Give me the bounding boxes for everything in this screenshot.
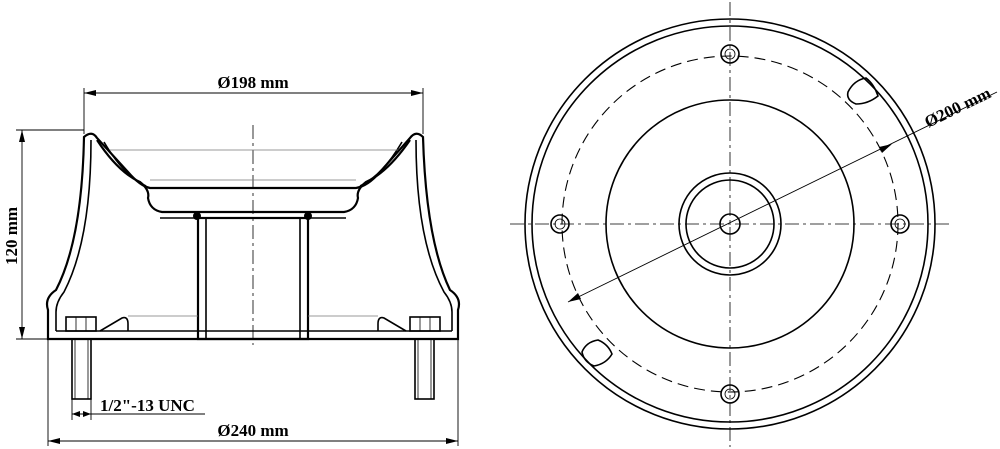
bolt-hole-inner	[554, 218, 566, 230]
thread-arrow-right	[83, 411, 91, 417]
left-bolt-shank	[71, 338, 92, 400]
outer-rim-inner	[531, 25, 929, 423]
height-label: 120 mm	[2, 207, 21, 265]
outer-rim	[524, 18, 936, 430]
dim-198-arrow-right	[411, 90, 423, 96]
thread-arrow-left	[72, 411, 80, 417]
dim-198-arrow-left	[84, 90, 96, 96]
bolt-hole-outer	[720, 44, 740, 64]
bolt-hole-top	[720, 44, 740, 64]
dim-120-arrow-top	[19, 130, 25, 142]
tube-outer	[678, 172, 782, 276]
bolt-hole-right	[890, 214, 910, 234]
rim-notch-top-right	[846, 77, 879, 105]
bolt-circle	[561, 55, 899, 393]
base-flange-left	[99, 316, 129, 332]
bolt-hole-inner	[894, 218, 906, 230]
tube-inner	[685, 179, 775, 269]
right-bolt	[409, 316, 441, 400]
thread-label: 1/2"-13 UNC	[100, 396, 195, 415]
bolt-hole-left	[550, 214, 570, 234]
side-view: Ø198 mm 120 mm 1/2"-13 UNC Ø240 mm	[2, 73, 461, 446]
cup-profile	[96, 139, 411, 214]
bolt-hole-outer	[720, 384, 740, 404]
dim-200-arrow-top	[879, 144, 892, 153]
bolt-hole-outer	[890, 214, 910, 234]
top-view: Ø200 mm	[510, 2, 998, 447]
cup-outline	[605, 99, 855, 349]
bolt-hole-bottom	[720, 384, 740, 404]
left-bolt-head	[65, 316, 97, 332]
dim-240-arrow-right	[446, 438, 458, 444]
dim-200-arrow-bottom	[568, 293, 581, 302]
bolt-hole-outer	[550, 214, 570, 234]
bolt-hole-inner	[724, 48, 736, 60]
rim-notch-bottom-left	[581, 339, 613, 367]
dim-200-line	[567, 91, 998, 303]
central-tube	[196, 216, 310, 341]
center-hole	[719, 213, 741, 235]
dim-120-arrow-bottom	[19, 327, 25, 339]
left-bolt	[65, 316, 97, 400]
right-bolt-head	[409, 316, 441, 332]
base-flange-right	[377, 316, 407, 332]
bolt-circle-label: Ø200 mm	[921, 83, 993, 131]
dim-240-arrow-left	[48, 438, 60, 444]
housing-inner-wall	[55, 139, 453, 331]
bolt-hole-inner	[724, 388, 736, 400]
right-bolt-shank	[414, 338, 435, 400]
base-diameter-label: Ø240 mm	[217, 421, 288, 440]
top-diameter-label: Ø198 mm	[217, 73, 288, 92]
